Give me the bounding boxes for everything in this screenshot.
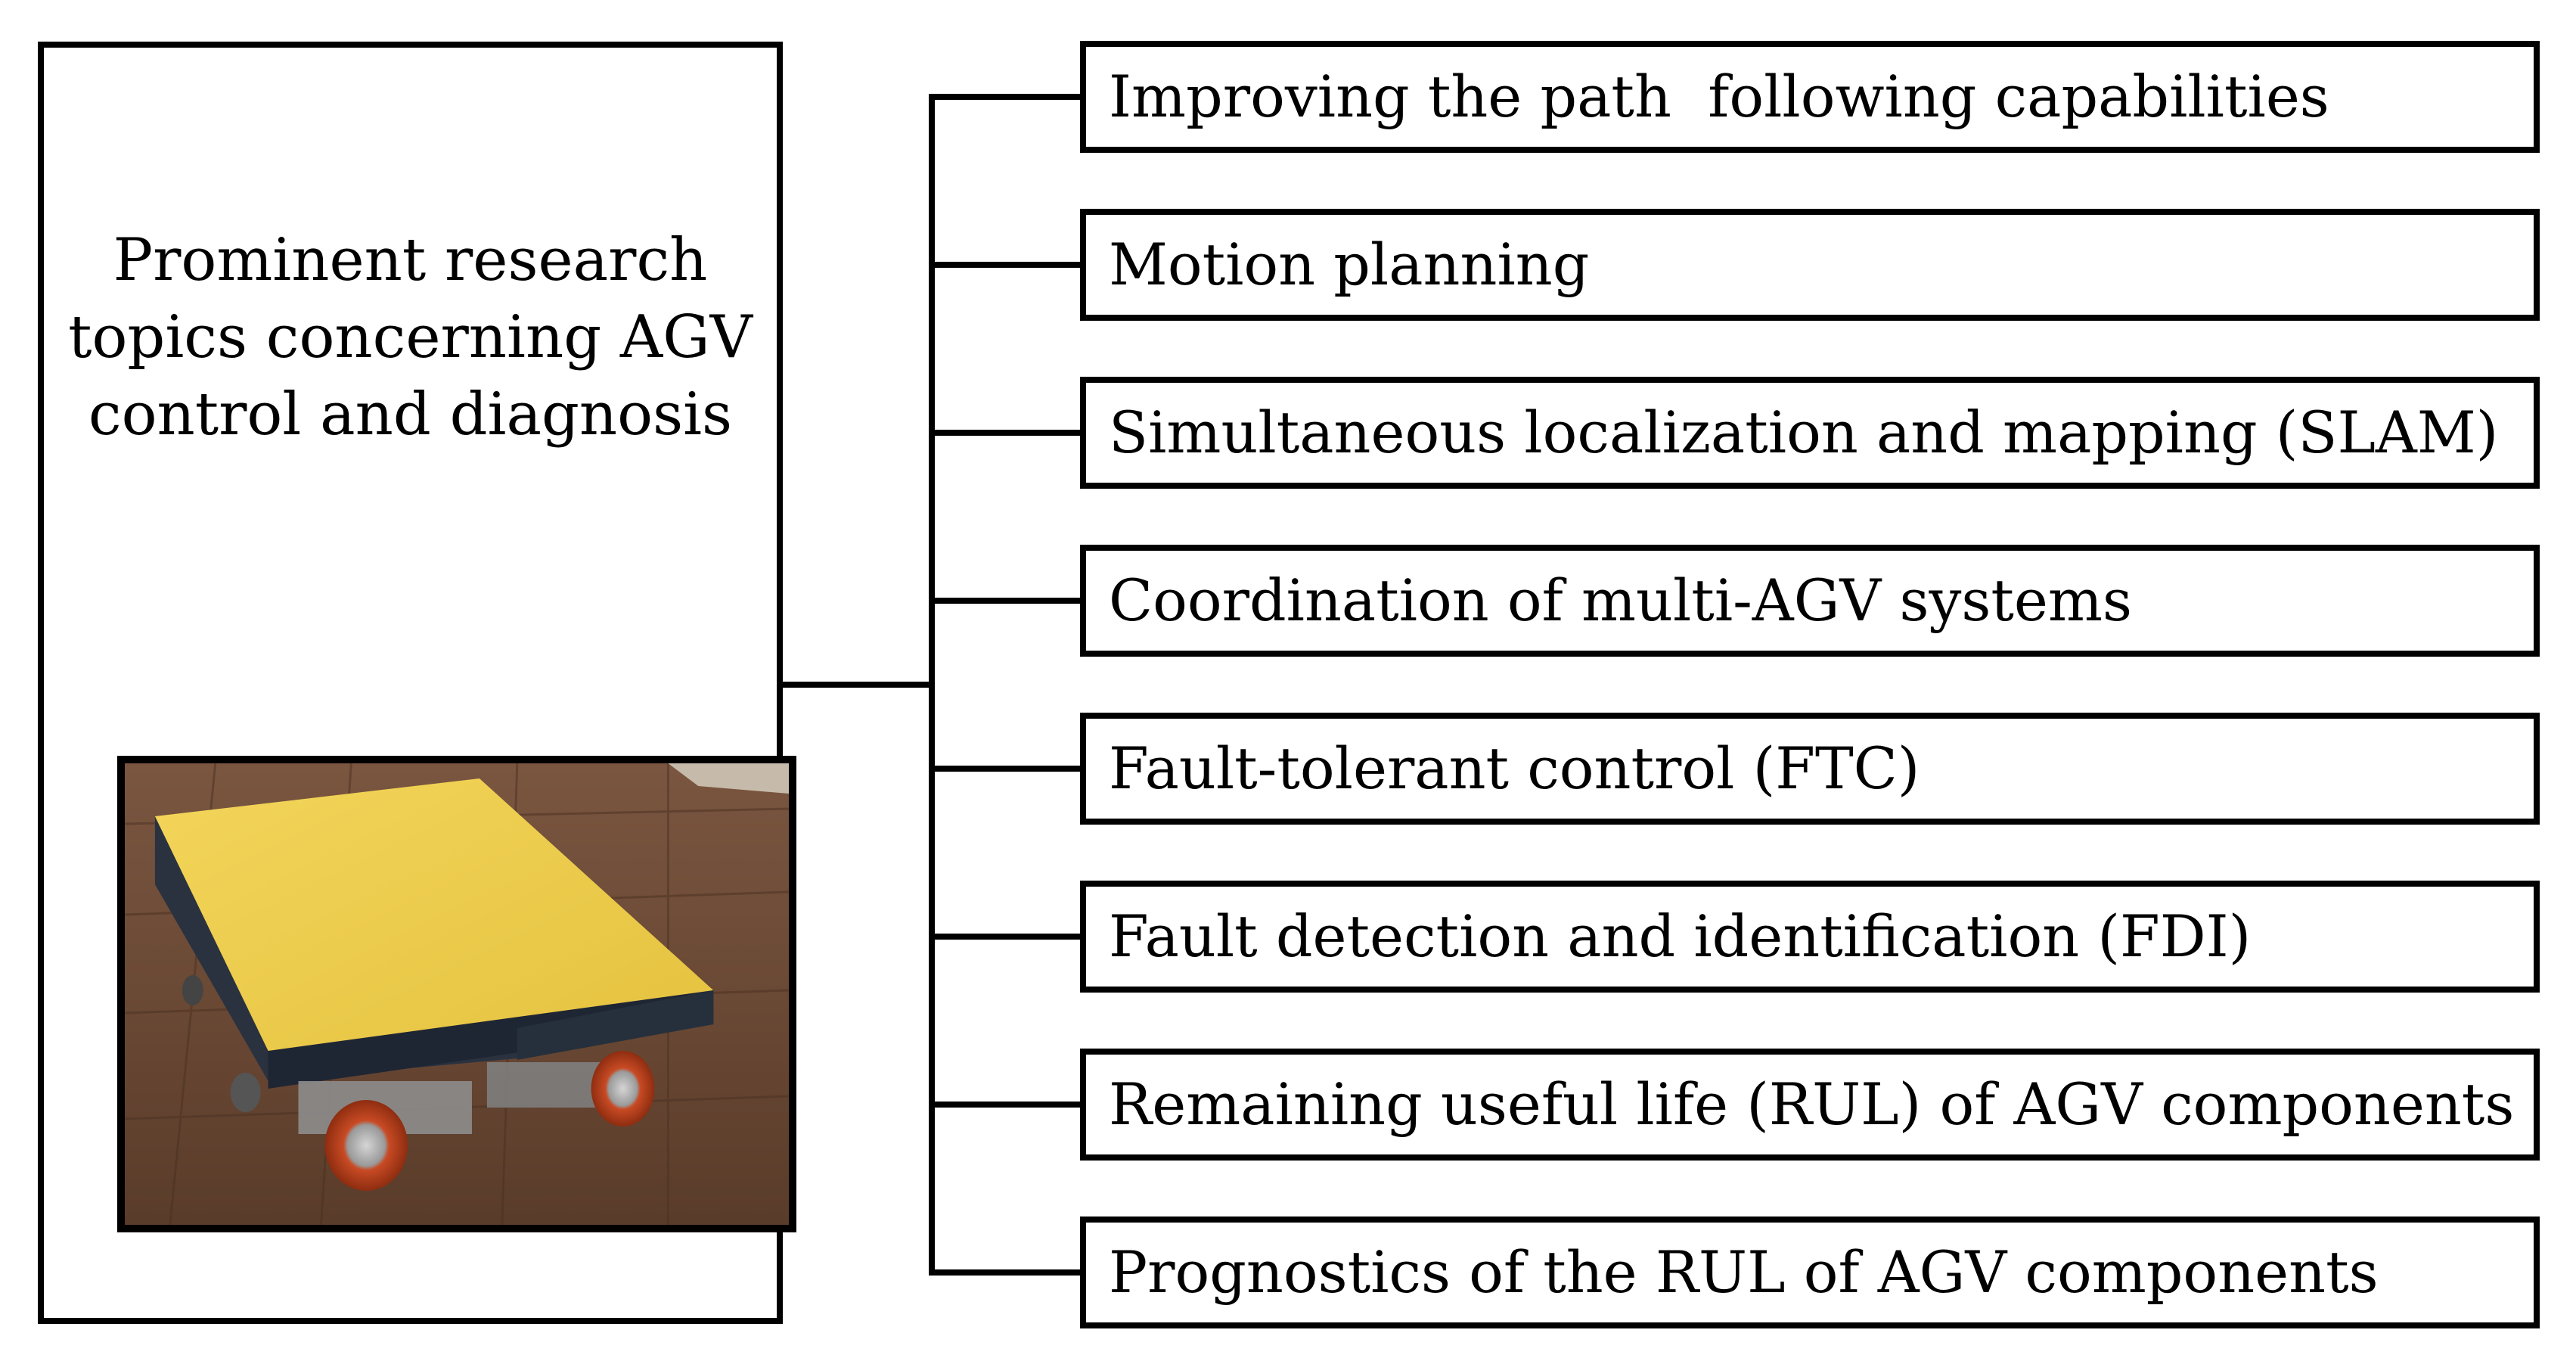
topic-label: Remaining useful life (RUL) of AGV compo…	[1109, 1070, 2515, 1138]
topic-box-motion-planning: Motion planning	[1080, 209, 2540, 321]
topic-box-ftc: Fault-tolerant control (FTC)	[1080, 713, 2540, 825]
topic-label: Prognostics of the RUL of AGV components	[1109, 1238, 2379, 1306]
wheel-icon	[591, 1051, 655, 1126]
wheel-icon	[324, 1100, 408, 1191]
topic-label: Fault-tolerant control (FTC)	[1109, 735, 1920, 802]
topic-box-fdi: Fault detection and identification (FDI)	[1080, 881, 2540, 993]
left-panel: Prominent research topics concerning AGV…	[38, 42, 796, 1324]
agv-top-platform	[154, 778, 714, 1051]
topic-label: Fault detection and identification (FDI)	[1109, 903, 2252, 970]
topic-label: Simultaneous localization and mapping (S…	[1109, 399, 2499, 466]
topic-label: Motion planning	[1109, 231, 1590, 298]
topic-label: Improving the path following capabilitie…	[1109, 63, 2329, 130]
agv-photo	[117, 756, 796, 1232]
topic-box-prognostics: Prognostics of the RUL of AGV components	[1080, 1217, 2540, 1328]
topic-box-rul: Remaining useful life (RUL) of AGV compo…	[1080, 1049, 2540, 1161]
topic-label: Coordination of multi-AGV systems	[1109, 567, 2132, 634]
left-title: Prominent research topics concerning AGV…	[68, 226, 753, 449]
topic-box-path-following: Improving the path following capabilitie…	[1080, 41, 2540, 153]
topic-box-multi-agv: Coordination of multi-AGV systems	[1080, 545, 2540, 657]
topic-box-slam: Simultaneous localization and mapping (S…	[1080, 377, 2540, 489]
agv-illustration	[125, 763, 789, 1225]
